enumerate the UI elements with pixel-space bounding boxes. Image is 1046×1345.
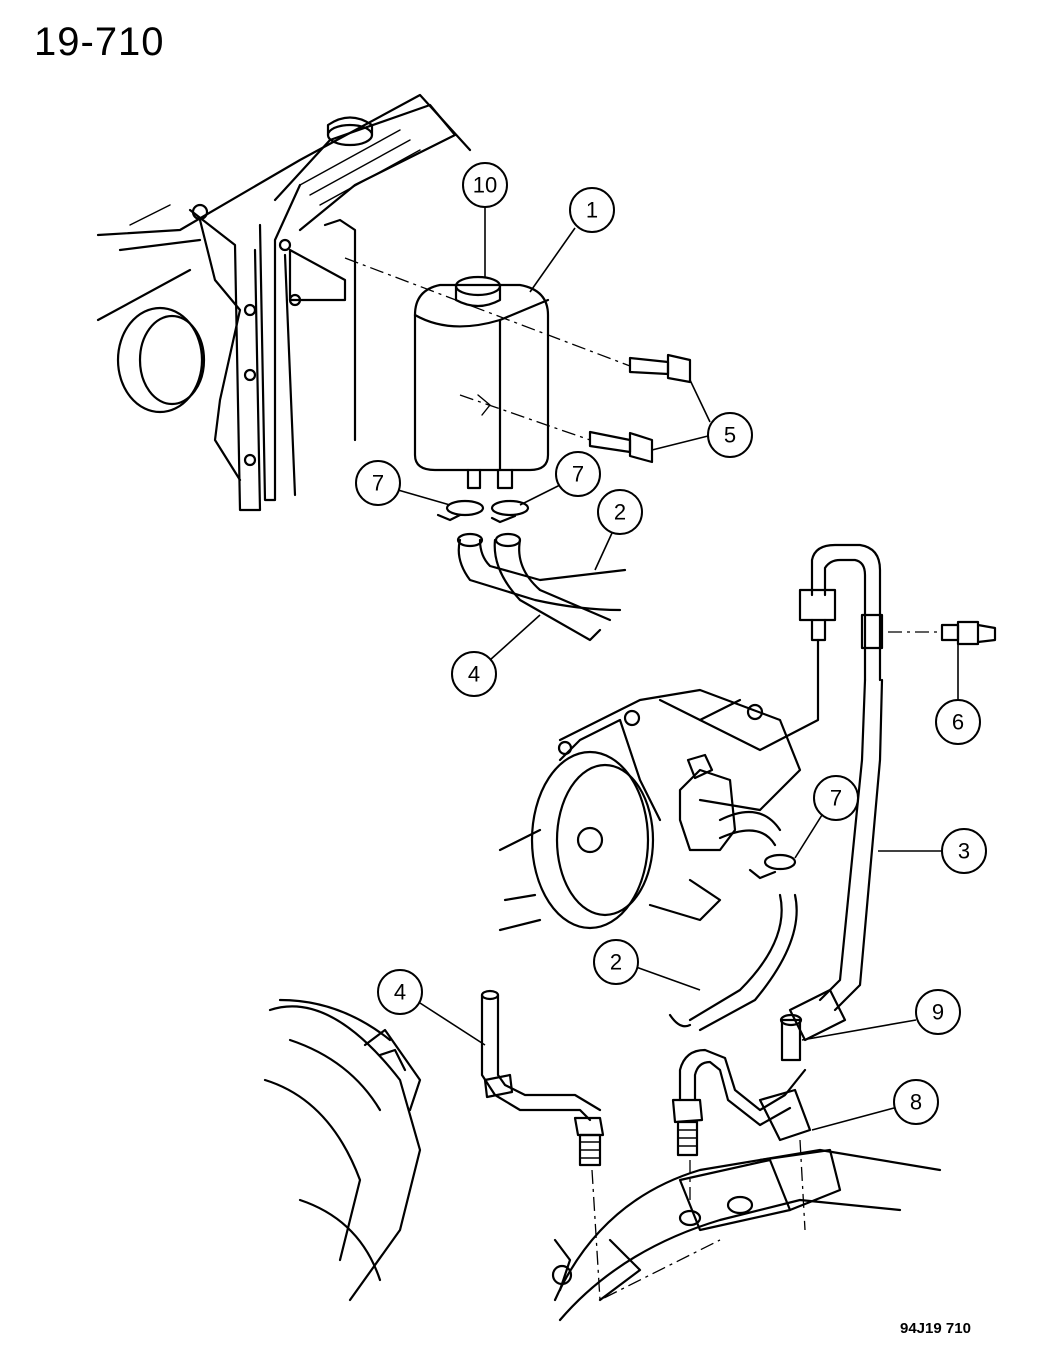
callout-7-pump: 7: [794, 775, 859, 859]
pump-drawing: [498, 688, 802, 1032]
reservoir-drawing: [413, 275, 550, 490]
figure-code: 94J19 710: [900, 1320, 971, 1337]
page-reference: 19-710: [34, 20, 165, 64]
callout-2b-label: 2: [610, 950, 622, 975]
upper-hoses-drawing: [456, 532, 627, 642]
callout-7c-label: 7: [830, 786, 842, 811]
callout-9: 9: [801, 989, 961, 1041]
callout-5-upper: 5: [651, 379, 753, 458]
callout-5-label: 5: [724, 423, 736, 448]
callout-3: 3: [878, 828, 987, 874]
steering-gear-drawing: [263, 998, 942, 1322]
callout-2a-label: 2: [614, 500, 626, 525]
callout-7-left: 7: [355, 460, 451, 506]
callout-4-lower: 4: [377, 969, 486, 1046]
callout-7b-label: 7: [572, 462, 584, 487]
callout-10: 10: [462, 162, 508, 278]
callout-10-label: 10: [473, 173, 497, 198]
callout-7a-label: 7: [372, 471, 384, 496]
callout-4a-label: 4: [468, 662, 480, 687]
callout-6-label: 6: [952, 710, 964, 735]
callout-7-right: 7: [519, 451, 601, 506]
callout-3-label: 3: [958, 839, 970, 864]
radiator-support-drawing: [96, 93, 472, 512]
pressure-switch-drawing: [888, 620, 997, 646]
gear-lines-drawing: [480, 989, 812, 1302]
callout-1-label: 1: [586, 198, 598, 223]
callout-2-lower: 2: [593, 939, 701, 991]
callout-2-upper: 2: [594, 489, 643, 571]
callout-1: 1: [529, 187, 615, 293]
callout-8-label: 8: [910, 1090, 922, 1115]
callout-4-upper: 4: [451, 614, 541, 697]
pressure-hose-drawing: [698, 543, 884, 1042]
callout-4b-label: 4: [394, 980, 406, 1005]
callout-6: 6: [935, 644, 981, 745]
mounting-bolts-drawing: [344, 257, 692, 464]
callout-9-label: 9: [932, 1000, 944, 1025]
clamps-drawing: [436, 499, 530, 524]
callout-8: 8: [811, 1079, 939, 1131]
